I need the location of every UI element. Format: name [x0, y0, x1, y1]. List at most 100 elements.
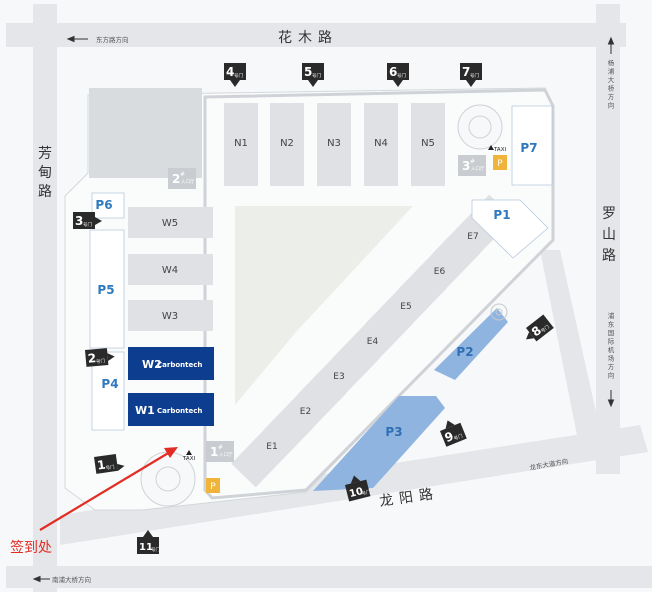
gate-9[interactable]: 9号门 — [437, 416, 467, 447]
road-label-char: 场 — [608, 354, 615, 363]
hall-box — [270, 103, 304, 186]
road-label-char: 大 — [608, 75, 615, 84]
road-label-char: 向 — [608, 371, 615, 380]
road-label-char: 罗 — [602, 206, 616, 222]
hall-w2-brand: Carbontech — [157, 361, 202, 369]
gate-box — [85, 348, 109, 367]
hall-label: E1 — [266, 442, 277, 452]
roundabout-northeast — [457, 104, 503, 150]
gate-arrow — [143, 530, 153, 537]
entrance-label: 入口厅 — [181, 179, 195, 185]
road-right-label: 罗山路 — [602, 206, 616, 264]
gate-label: 号门 — [234, 72, 243, 79]
gate-box — [440, 422, 467, 447]
parking-p4-area — [91, 351, 125, 431]
building-block-northwest — [89, 88, 202, 178]
hall-label: E3 — [333, 372, 344, 382]
parking-p6-area — [91, 192, 125, 219]
road-ramp — [540, 250, 600, 440]
hall-n4[interactable]: N4 — [364, 103, 398, 186]
hall-label: E2 — [300, 407, 311, 417]
gate-arrow — [526, 331, 535, 340]
road-top-direction: 东方路方向 — [96, 35, 129, 44]
road-label-char: 国 — [608, 329, 615, 337]
hall-label: W4 — [162, 265, 178, 276]
road-label-char: 桥 — [608, 84, 615, 93]
entrance-hall-3[interactable]: 3#入口厅 — [458, 155, 486, 176]
hall-n1[interactable]: N1 — [224, 103, 258, 186]
gate-number: 7 — [462, 65, 470, 79]
hall-w2[interactable]: W2 Carbontech — [128, 347, 214, 380]
hall-label: N3 — [327, 138, 341, 149]
small-parking-1: P — [206, 478, 220, 493]
gate-label: 号门 — [453, 432, 464, 442]
entrance-suffix: # — [180, 171, 185, 178]
hall-label: N4 — [374, 138, 388, 149]
roundabout-east — [490, 303, 508, 321]
road-label-char: 芳 — [38, 145, 52, 162]
hall-n5[interactable]: N5 — [411, 103, 445, 186]
hall-box — [364, 103, 398, 186]
gate-box — [94, 453, 119, 474]
road-huamu — [6, 23, 626, 47]
road-luoshan — [596, 4, 620, 474]
parking-p7-label: P7 — [520, 141, 537, 155]
gate-box — [526, 314, 554, 342]
hall-w1-brand: Carbontech — [157, 407, 202, 415]
entrance-box — [458, 155, 486, 176]
gate-number: 2 — [87, 351, 97, 366]
gate-label: 号门 — [539, 323, 551, 334]
hall-w5[interactable]: W5 — [128, 207, 213, 238]
entrance-hall-1[interactable]: 1#入口厅 — [206, 441, 234, 462]
gate-arrow — [393, 80, 403, 87]
taxi-label-south: TAXI — [182, 456, 195, 462]
gate-arrow — [445, 420, 455, 429]
hall-label: W3 — [162, 311, 178, 322]
small-parking-box — [206, 478, 220, 493]
hall-w4[interactable]: W4 — [128, 254, 213, 285]
hall-w1-box — [128, 393, 214, 426]
entrance-suffix: # — [470, 158, 475, 165]
gate-label: 号门 — [397, 72, 406, 79]
gate-number: 4 — [226, 65, 234, 79]
gate-arrow — [466, 80, 476, 87]
gate-1[interactable]: 1号门 — [94, 453, 125, 474]
road-label-char: 际 — [608, 337, 615, 346]
entrance-number: 3 — [462, 159, 470, 173]
road-label-char: 方 — [608, 92, 615, 101]
gate-box — [302, 63, 324, 80]
gate-8[interactable]: 8号门 — [520, 314, 554, 345]
hall-n3[interactable]: N3 — [317, 103, 351, 186]
small-parking-label: P — [210, 482, 216, 492]
entrance-box — [206, 441, 234, 462]
parking-p4-label: P4 — [101, 377, 118, 391]
gate-box — [345, 479, 371, 502]
hall-w1[interactable]: W1 Carbontech — [128, 393, 214, 426]
gate-box — [137, 537, 159, 554]
small-parking-label: P — [497, 159, 503, 169]
road-label-char: 杨 — [608, 58, 615, 67]
gate-label: 号门 — [105, 463, 115, 471]
entrance-hall-2[interactable]: 2#入口厅 — [168, 168, 196, 189]
hall-n2[interactable]: N2 — [270, 103, 304, 186]
small-parking-2: P — [493, 155, 507, 170]
gate-arrow — [95, 217, 102, 225]
taxi-stand-north: TAXI — [488, 145, 506, 153]
hall-w3[interactable]: W3 — [128, 300, 213, 331]
road-label-char: 浦 — [608, 67, 615, 76]
gate-label: 号门 — [361, 488, 372, 497]
road-label-char: 路 — [602, 248, 616, 264]
